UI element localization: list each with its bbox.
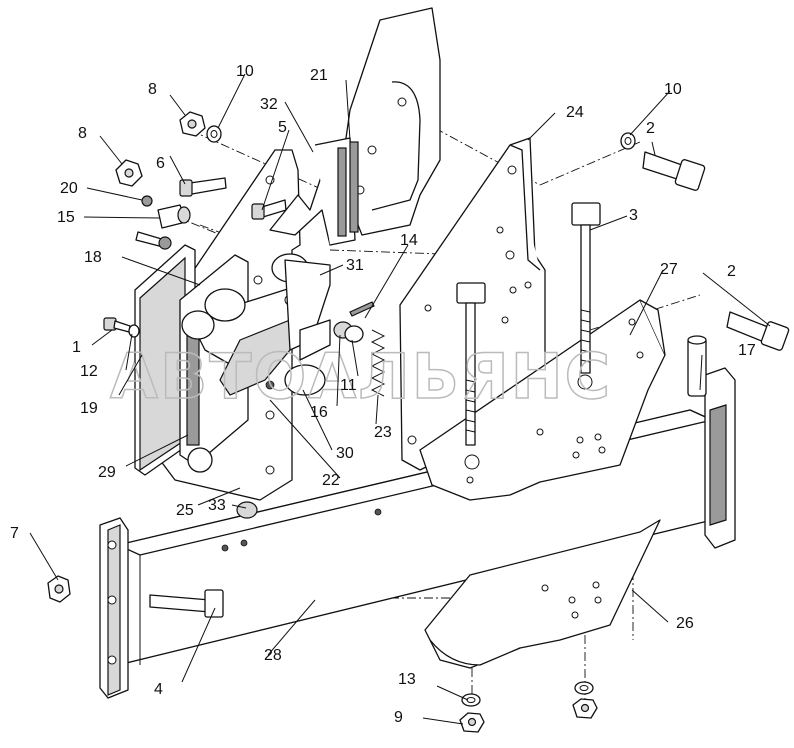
callout-19: 19 [80, 400, 98, 417]
callout-12: 12 [80, 363, 98, 380]
screw-six [179, 177, 227, 197]
callout-labels: 1 2 2 3 4 5 6 7 8 8 9 10 10 11 12 13 14 … [10, 63, 756, 726]
hex-nut-top [179, 111, 206, 137]
callout-7: 7 [10, 525, 19, 542]
small-screw-left [103, 317, 140, 338]
callout-17: 17 [738, 342, 756, 359]
callout-16: 16 [310, 404, 328, 421]
hex-nut-bottom-right [572, 698, 598, 719]
callout-24: 24 [566, 104, 584, 121]
washer-bottom-right [574, 681, 594, 695]
bolt-right [726, 311, 790, 351]
callout-8b: 8 [78, 125, 87, 142]
callout-30: 30 [336, 445, 354, 462]
callout-1: 1 [72, 339, 81, 356]
lower-support-plate [424, 519, 661, 669]
callout-21: 21 [310, 67, 328, 84]
callout-22: 22 [322, 472, 340, 489]
callout-3: 3 [629, 207, 638, 224]
spring [370, 329, 386, 397]
pin [349, 301, 375, 317]
washer-top [206, 125, 222, 143]
beam-end-flange-right [704, 367, 736, 549]
callout-6: 6 [156, 155, 165, 172]
callout-28: 28 [264, 647, 282, 664]
callout-26: 26 [676, 615, 694, 632]
callout-25: 25 [176, 502, 194, 519]
callout-15: 15 [57, 209, 75, 226]
screw-five [251, 199, 287, 220]
callout-8a: 8 [148, 81, 157, 98]
callout-10b: 10 [664, 81, 682, 98]
callout-9: 9 [394, 709, 403, 726]
hex-nut-bottom-left [459, 712, 485, 733]
small-bolt [135, 231, 172, 250]
base-plate [419, 299, 666, 501]
fitting-nipple [157, 204, 191, 229]
washer-bottom-left [461, 693, 481, 707]
callout-18: 18 [84, 249, 102, 266]
washer-upper-right [620, 132, 636, 150]
callout-leader-lines [29, 73, 771, 725]
callout-23: 23 [374, 424, 392, 441]
hex-nut-left [47, 575, 71, 603]
callout-2b: 2 [646, 120, 655, 137]
callout-10a: 10 [236, 63, 254, 80]
callout-11: 11 [340, 377, 357, 394]
stop-pad [236, 501, 258, 519]
grease-fitting [141, 195, 153, 207]
callout-20: 20 [60, 180, 78, 197]
vertical-bolt-left [456, 282, 486, 446]
link-arm [284, 259, 331, 361]
upper-vertical-bracket [339, 7, 441, 236]
bolt-upper-right [642, 151, 706, 191]
callout-5: 5 [278, 119, 287, 136]
horizontal-bolt [149, 589, 224, 618]
bushing [333, 321, 364, 343]
callout-13: 13 [398, 671, 416, 688]
callout-2a: 2 [727, 263, 736, 280]
latch-hook [269, 137, 359, 246]
hex-nut-left-top [115, 159, 143, 187]
watermark-text: АВТОАЛЬЯНС [110, 340, 612, 413]
callout-4: 4 [154, 681, 163, 698]
callout-32: 32 [260, 96, 278, 113]
callout-27: 27 [660, 261, 678, 278]
callout-33: 33 [208, 497, 226, 514]
callout-31: 31 [346, 257, 364, 274]
beam-end-flange-left [99, 517, 129, 699]
pin-sleeve [687, 335, 707, 397]
callout-14: 14 [400, 232, 418, 249]
callout-29: 29 [98, 464, 116, 481]
vertical-bolt-right [571, 202, 601, 374]
